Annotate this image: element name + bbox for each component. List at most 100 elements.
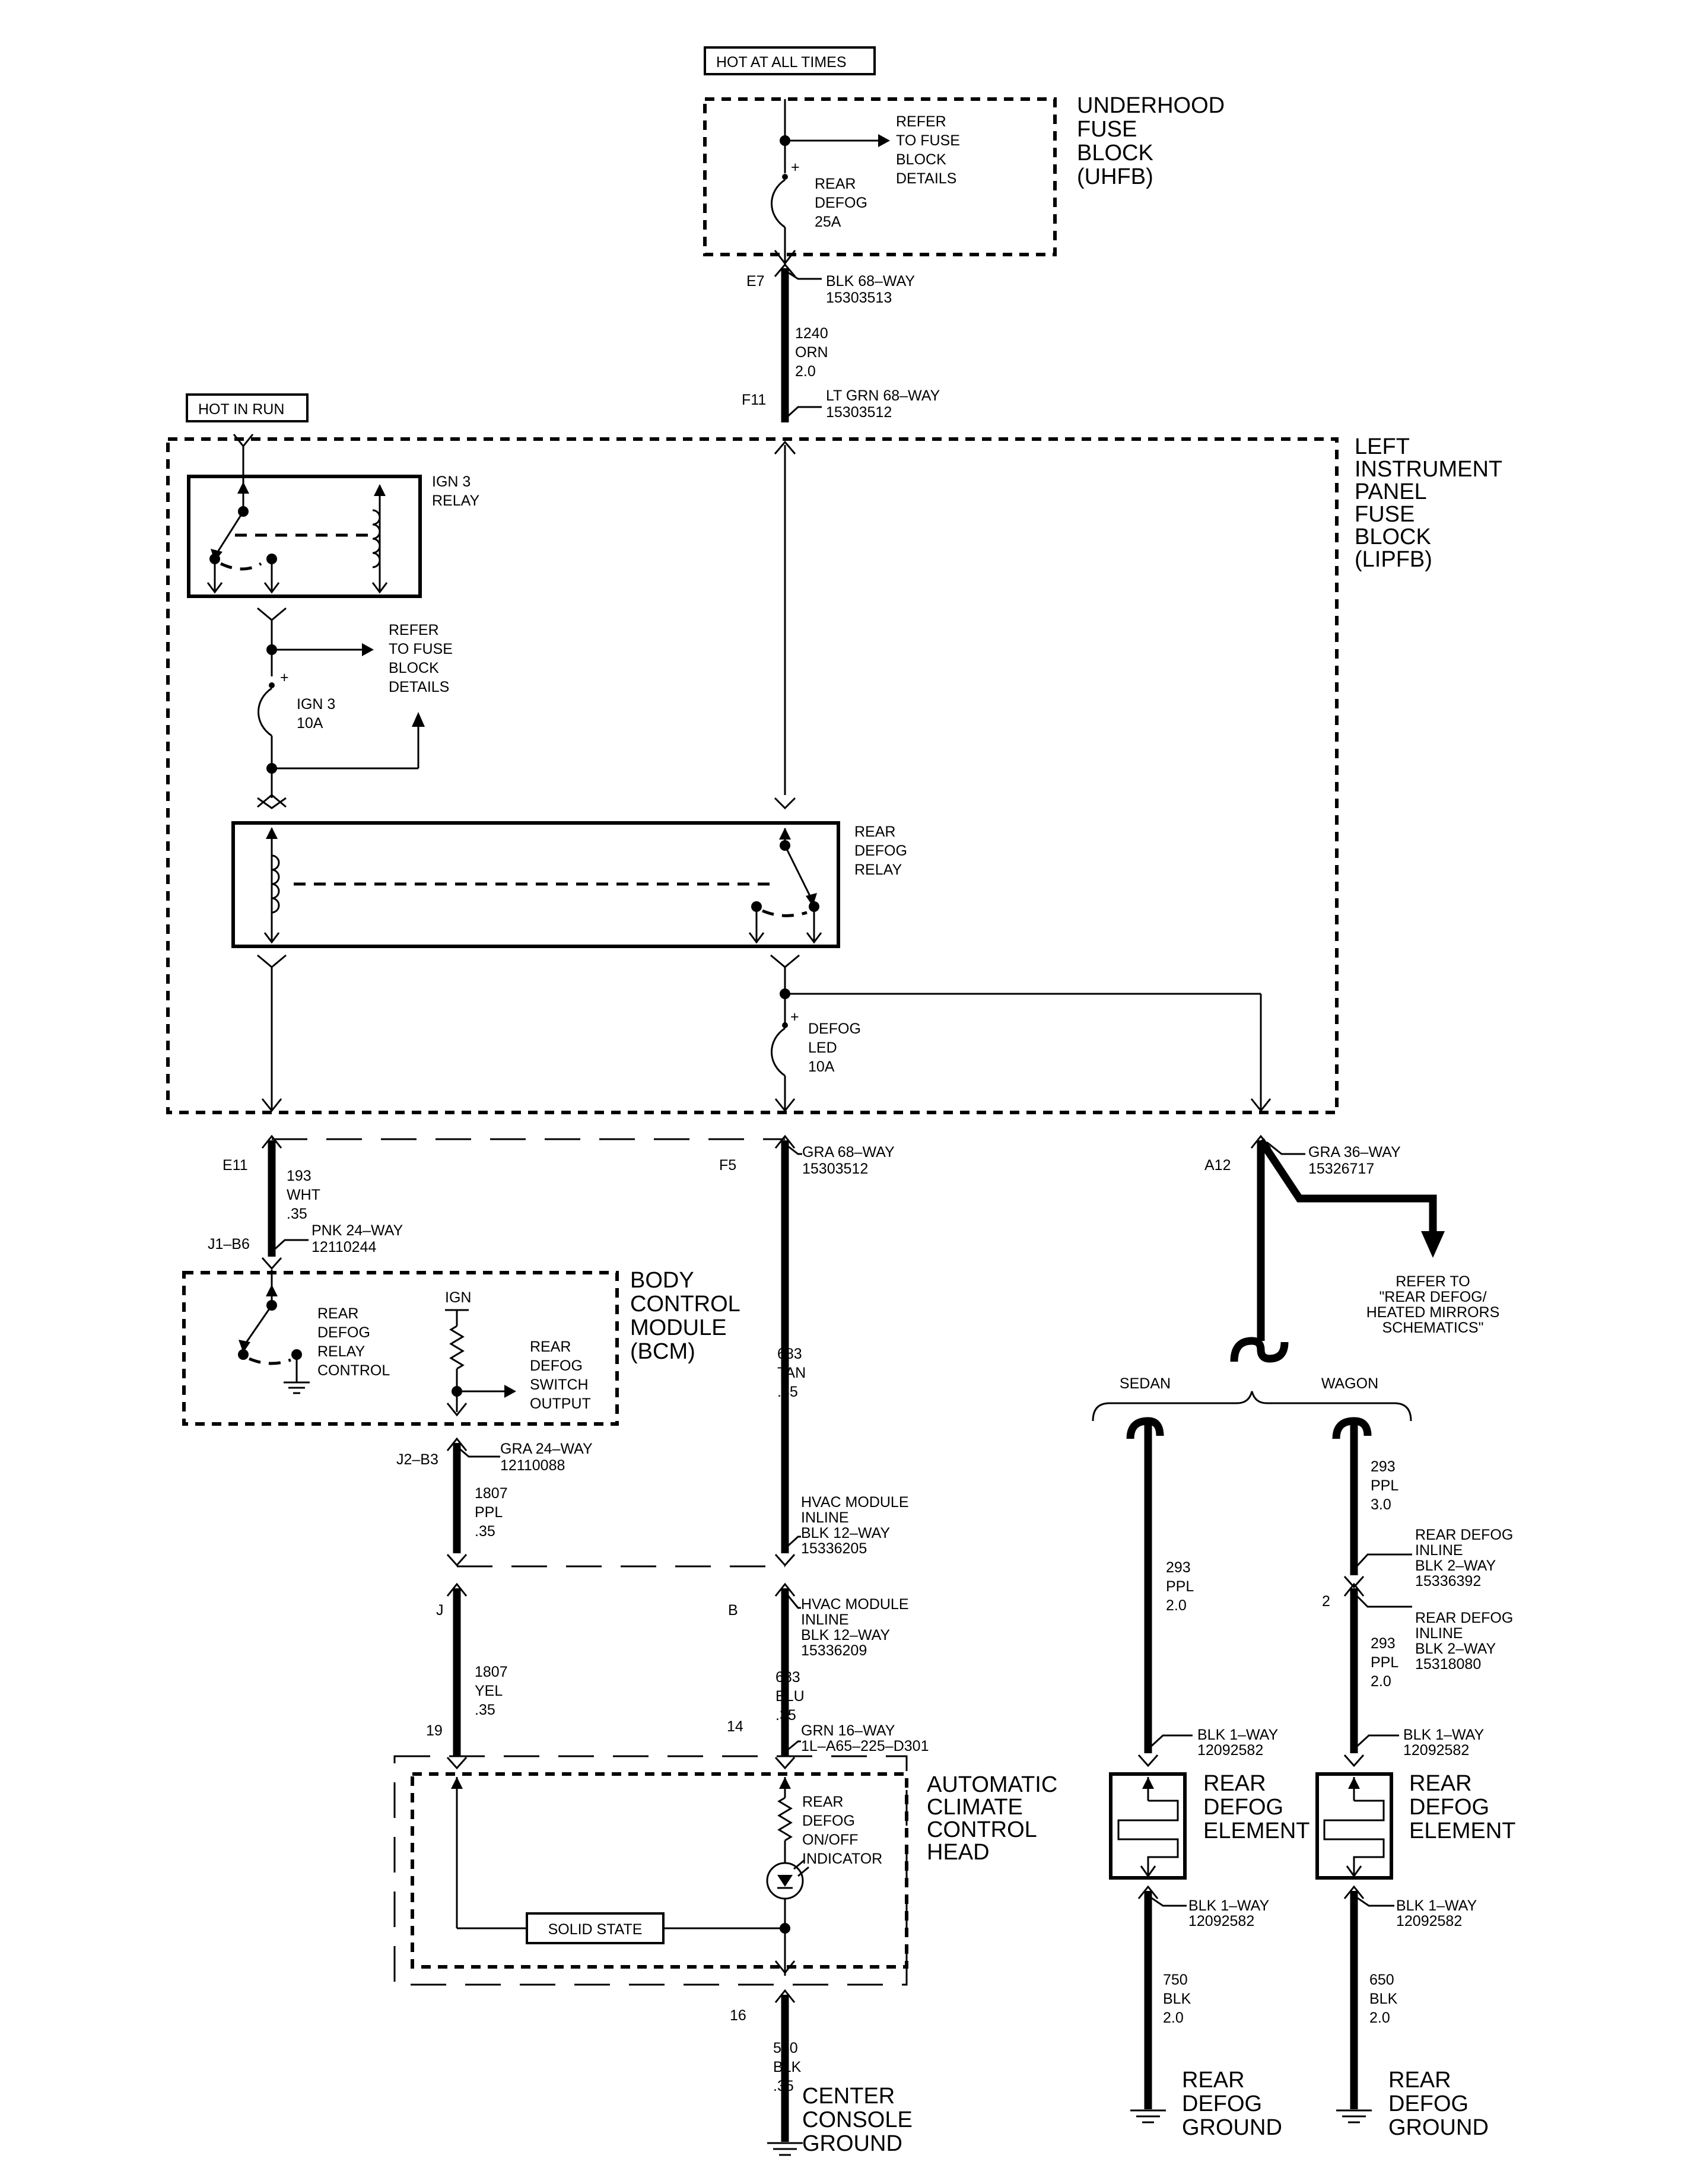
- pin-2-label: 2: [1322, 1593, 1330, 1610]
- heater-grid-icon: [1117, 1800, 1179, 1875]
- lipfb-box: [166, 437, 1339, 1114]
- ign3-relay-box: [187, 475, 422, 598]
- label-line: CONSOLE: [802, 2107, 913, 2132]
- label-line: 193: [287, 1168, 312, 1184]
- label-line: LED: [808, 1039, 837, 1056]
- label-line: PPL: [475, 1504, 503, 1521]
- label-line: HVAC MODULE: [801, 1494, 909, 1511]
- label-line: ORN: [795, 344, 828, 361]
- label-line: 683: [775, 1669, 800, 1686]
- label-line: GROUND: [802, 2131, 902, 2156]
- uhfb-box: [703, 97, 1057, 256]
- label-line: IGN 3: [432, 473, 471, 490]
- e11-label: E11: [223, 1157, 248, 1174]
- label-line: REAR: [1203, 1771, 1266, 1796]
- label-line: .35: [775, 1707, 796, 1724]
- label-line: E11: [223, 1157, 248, 1174]
- label-line: B: [728, 1602, 738, 1619]
- label-line: AUTOMATIC: [927, 1772, 1057, 1797]
- label-line: ON/OFF: [802, 1832, 858, 1848]
- label-line: BLK 1–WAY: [1197, 1727, 1278, 1743]
- indicator-resistor-icon: [777, 1797, 793, 1842]
- label-line: 2: [1322, 1593, 1330, 1610]
- label-line: 293: [1371, 1458, 1396, 1475]
- label-line: SCHEMATICS": [1382, 1320, 1484, 1336]
- label-line: 550: [773, 2040, 798, 2056]
- label-line: 15303512: [802, 1161, 868, 1177]
- label-line: REFER TO: [1396, 1273, 1470, 1290]
- label-line: CONTROL: [630, 1292, 740, 1317]
- label-line: RELAY: [432, 492, 479, 509]
- label-line: LEFT: [1355, 434, 1410, 459]
- label-line: LT GRN 68–WAY: [826, 387, 940, 404]
- label-line: 19: [426, 1722, 443, 1739]
- label-line: 12092582: [1197, 1742, 1263, 1759]
- rear-defog-relay-coil: [271, 854, 280, 914]
- label-line: BLK 1–WAY: [1403, 1727, 1484, 1743]
- pin-j-label: J: [436, 1602, 444, 1619]
- label-line: GRA 24–WAY: [500, 1441, 593, 1457]
- label-line: MODULE: [630, 1315, 727, 1340]
- label-line: DEFOG: [317, 1324, 370, 1341]
- label-line: INDICATOR: [802, 1851, 882, 1867]
- label-line: ELEMENT: [1203, 1819, 1309, 1843]
- label-line: BLK: [773, 2059, 802, 2075]
- label-line: DEFOG: [530, 1358, 583, 1374]
- label-line: SWITCH: [530, 1376, 589, 1393]
- label-line: (BCM): [630, 1339, 695, 1364]
- label-line: .35: [475, 1523, 495, 1540]
- ign3-fuse-symbol: [258, 687, 272, 737]
- label-line: UNDERHOOD: [1077, 93, 1225, 118]
- hot-at-all-times-label: HOT AT ALL TIMES: [716, 54, 847, 71]
- label-line: HEATED MIRRORS: [1366, 1304, 1500, 1321]
- label-line: BLK 1–WAY: [1396, 1897, 1477, 1914]
- label-line: 15303512: [826, 404, 892, 421]
- label-line: WAGON: [1321, 1375, 1378, 1392]
- f11-label: F11: [742, 392, 766, 408]
- plus-mark: +: [280, 669, 289, 686]
- label-line: 1807: [475, 1664, 508, 1680]
- label-line: REAR: [317, 1305, 358, 1322]
- wire-break-icon: [1126, 1417, 1164, 1439]
- label-line: BLOCK: [1077, 141, 1153, 166]
- label-line: INLINE: [1415, 1542, 1463, 1559]
- ign3-relay-coil: [372, 509, 381, 568]
- fuse-terminal: [782, 174, 788, 180]
- label-line: DEFOG: [1182, 2091, 1262, 2116]
- label-line: 683: [777, 1346, 802, 1362]
- label-line: 15303513: [826, 290, 892, 306]
- label-line: GROUND: [1182, 2115, 1282, 2140]
- label-line: 12092582: [1396, 1913, 1462, 1929]
- label-line: BLK: [1369, 1991, 1398, 2007]
- label-line: 293: [1371, 1635, 1396, 1652]
- label-line: CONTROL: [927, 1817, 1037, 1842]
- label-line: DEFOG: [854, 843, 907, 859]
- label-line: F11: [742, 392, 766, 408]
- acc-head-box: [411, 1772, 908, 1969]
- arrow-right-icon: [504, 1385, 516, 1398]
- label-line: DEFOG: [808, 1021, 861, 1037]
- label-line: BLK 2–WAY: [1415, 1641, 1496, 1657]
- label-line: REAR: [1182, 2068, 1245, 2093]
- label-line: INLINE: [801, 1611, 849, 1628]
- label-line: "REAR DEFOG/: [1379, 1289, 1486, 1305]
- label-line: J1–B6: [208, 1236, 250, 1252]
- pullup-resistor-icon: [449, 1325, 465, 1370]
